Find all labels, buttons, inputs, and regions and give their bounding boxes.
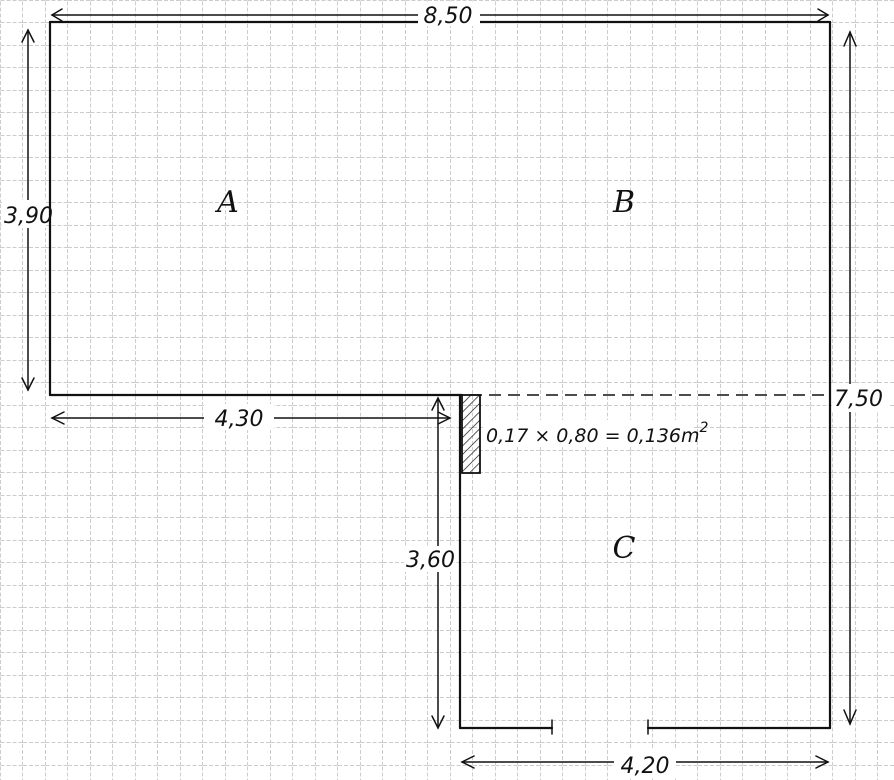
pillar-area-formula: 0,17 × 0,80 = 0,136m xyxy=(486,425,700,447)
arrowhead-c-top xyxy=(431,396,445,411)
dim-top-width: 8,50 xyxy=(424,4,473,29)
arrowhead-right-bottom xyxy=(843,709,857,726)
pillar-area-unit-exponent: 2 xyxy=(700,420,709,436)
arrowhead-left-top xyxy=(21,28,35,43)
dim-c-height: 3,60 xyxy=(406,548,455,573)
dim-left-height: 3,90 xyxy=(4,204,53,229)
arrowhead-a-right xyxy=(437,411,452,425)
arrowhead-c-bottom xyxy=(431,715,445,730)
pillar-area-note: 0,17 × 0,80 = 0,136m2 xyxy=(486,420,709,447)
arrowhead-bottom-right xyxy=(815,755,830,769)
hatched-pillar xyxy=(461,394,481,474)
dim-right-height: 7,50 xyxy=(834,387,883,412)
dim-bottom-width: 4,20 xyxy=(621,754,670,779)
arrowhead-top-left xyxy=(50,8,63,22)
room-label-a: A xyxy=(214,185,239,220)
arrowhead-top-right xyxy=(817,8,830,22)
room-label-b: B xyxy=(612,185,635,220)
dim-a-width: 4,30 xyxy=(215,407,264,432)
arrowhead-left-bottom xyxy=(21,377,35,392)
arrowhead-bottom-left xyxy=(460,755,475,769)
room-label-c: C xyxy=(613,531,636,566)
arrowhead-right-top xyxy=(843,30,857,47)
arrowhead-a-left xyxy=(50,411,65,425)
